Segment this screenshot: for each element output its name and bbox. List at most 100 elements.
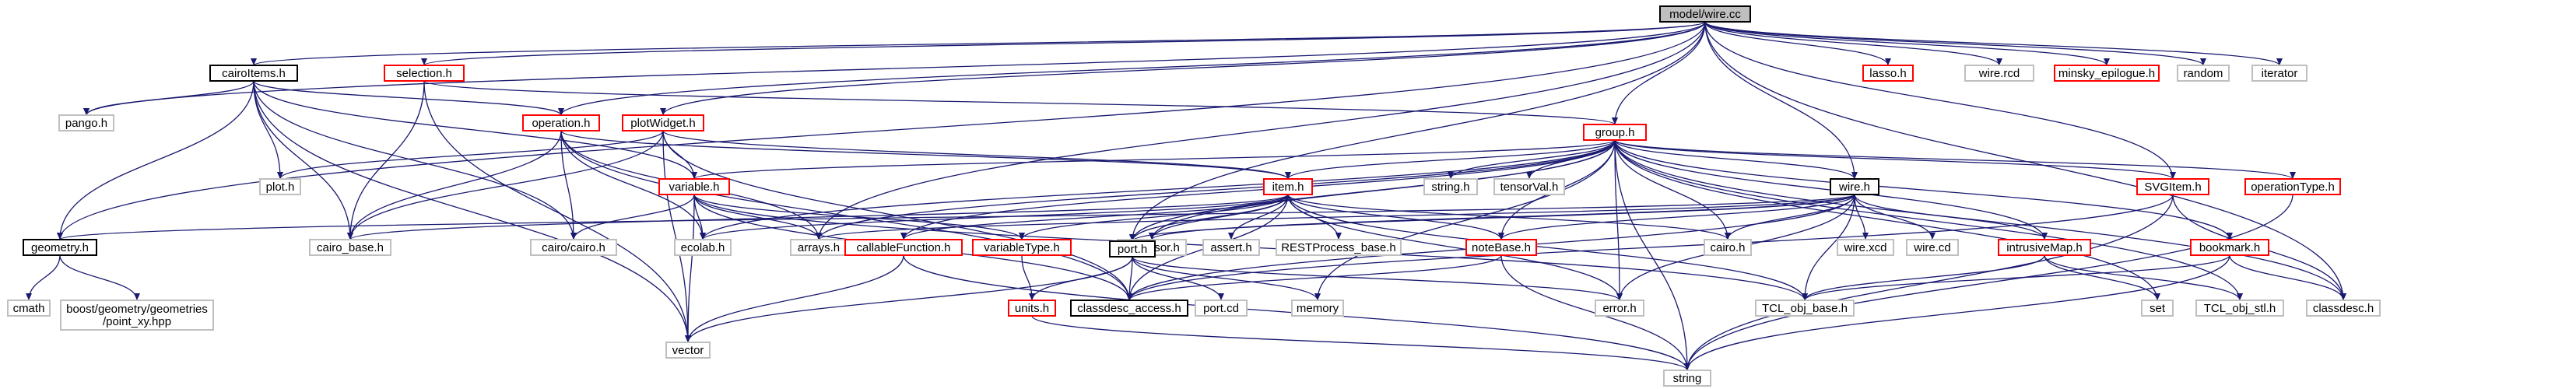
node-box <box>1663 370 1711 387</box>
edge-cairoItems_h-to-pango_h <box>86 80 254 116</box>
node-intrusiveMap-h[interactable]: intrusiveMap.h <box>1998 239 2091 256</box>
node-label: RESTProcess_base.h <box>1281 241 1396 254</box>
arrowhead-group_h-to-bookmark_h <box>2227 233 2233 240</box>
nodes-layer: model/wire.cc cairoItems.h selection.h grou… <box>7 5 2381 387</box>
node-geometry-h[interactable]: geometry.h <box>23 239 97 256</box>
node-callableFunction-h[interactable]: callableFunction.h <box>844 239 963 256</box>
edge-group_h-to-item_h <box>1287 139 1616 180</box>
node-cairo-h: cairo.h <box>1704 239 1752 256</box>
arrowhead-bookmark_h-to-TCL_obj_base_h <box>1802 293 1808 300</box>
node-noteBase-h[interactable]: noteBase.h <box>1465 239 1537 256</box>
node-box <box>530 239 617 256</box>
node-minsky-epilogue-h[interactable]: minsky_epilogue.h <box>2054 65 2160 82</box>
node-box <box>2244 178 2341 195</box>
arrowhead-item_h-to-RESTProcess_base_h <box>1335 233 1342 240</box>
node-label: variableType.h <box>984 241 1060 254</box>
node-variableType-h[interactable]: variableType.h <box>972 239 1072 256</box>
node-box <box>844 239 963 256</box>
node-lasso-h[interactable]: lasso.h <box>1862 65 1914 82</box>
node-group-h[interactable]: group.h <box>1583 124 1647 141</box>
arrowhead-port_h-to-port_cd <box>1218 293 1224 300</box>
node-plotWidget-h[interactable]: plotWidget.h <box>622 114 704 131</box>
node-box <box>2195 300 2284 317</box>
edge-wire_cc-to-classdesc_h <box>1704 21 2344 301</box>
node-item-h[interactable]: item.h <box>1263 178 1313 195</box>
node-box <box>2190 239 2269 256</box>
edge-variable_h-to-arrays_h <box>693 194 819 240</box>
arrowhead-item_h-to-ecolab_h <box>700 233 706 240</box>
node-arrays-h: arrays.h <box>790 239 848 256</box>
arrowhead-geometry_h-to-cmath <box>26 293 32 300</box>
edge-wire_cc-to-minsky_epilogue_h <box>1704 21 2107 66</box>
edge-operation_h-to-cairo_cairo_h <box>560 130 574 240</box>
node-label: classdesc.h <box>2313 302 2374 315</box>
node-ecolab-h: ecolab.h <box>674 239 732 256</box>
node-SVGItem-h[interactable]: SVGItem.h <box>2136 178 2209 195</box>
arrowhead-intrusiveMap_h-to-TCL_obj_stl_h <box>2237 293 2243 300</box>
edge-group_h-to-ecolab_h <box>702 139 1616 240</box>
node-wire-h[interactable]: wire.h <box>1830 178 1879 195</box>
edge-wire_h-to-noteBase_h <box>1500 194 1855 240</box>
arrowhead-intrusiveMap_h-to-set <box>2154 293 2160 300</box>
node-box <box>2136 178 2209 195</box>
edge-cairoItems_h-to-operation_h <box>253 80 562 116</box>
node-box <box>1964 65 2034 82</box>
node-box <box>1755 300 1855 317</box>
node-bookmark-h[interactable]: bookmark.h <box>2190 239 2269 256</box>
arrowhead-wire_cc-to-iterator <box>2276 58 2283 65</box>
node-operationType-h[interactable]: operationType.h <box>2244 178 2341 195</box>
node-port-h[interactable]: port.h <box>1109 240 1156 258</box>
node-cairo-cairo-h: cairo/cairo.h <box>530 239 617 256</box>
arrowhead-variable_h-to-cairo_cairo_h <box>570 233 577 240</box>
node-classdesc-access-h[interactable]: classdesc_access.h <box>1070 300 1188 317</box>
arrowhead-item_h-to-variableType_h <box>1019 233 1025 240</box>
edge-item_h-to-port_h <box>1132 194 1289 242</box>
node-label: operationType.h <box>2251 180 2335 194</box>
edge-wire_cc-to-arrays_h <box>818 21 1706 240</box>
edge-wire_cc-to-lasso_h <box>1704 21 1889 66</box>
node-wire-cc[interactable]: model/wire.cc <box>1659 5 1751 23</box>
edge-wire_h-to-geometry_h <box>59 194 1855 240</box>
edge-cairoItems_h-to-variable_h <box>253 80 695 180</box>
node-error-h: error.h <box>1595 300 1644 317</box>
node-box <box>972 239 1072 256</box>
node-label: intrusiveMap.h <box>2006 241 2083 254</box>
edge-SVGItem_h-to-classdesc_access_h <box>1128 194 2174 301</box>
node-TCL-obj-base-h: TCL_obj_base.h <box>1755 300 1855 317</box>
node-box <box>1659 5 1751 23</box>
node-cairoItems-h[interactable]: cairoItems.h <box>209 65 298 82</box>
edge-selection_h-to-group_h <box>423 80 1616 125</box>
node-wire-cd: wire.cd <box>1906 239 1959 256</box>
edge-wire_cc-to-SVGItem_h <box>1704 21 2174 180</box>
edge-plotWidget_h-to-cairo_base_h <box>349 130 664 240</box>
node-label: item.h <box>1272 180 1304 194</box>
arrowhead-wire_cc-to-selection_h <box>421 58 427 65</box>
node-label: geometry.h <box>31 241 89 254</box>
edge-wire_cc-to-geometry_h <box>59 21 1706 240</box>
edge-operation_h-to-ecolab_h <box>560 130 704 240</box>
node-label: pango.h <box>65 117 107 130</box>
node-variable-h[interactable]: variable.h <box>658 178 730 195</box>
edge-operationType_h-to-string <box>1686 194 2293 371</box>
edge-wire_h-to-intrusiveMap_h <box>1854 194 2045 240</box>
node-box <box>1291 300 1344 317</box>
node-box <box>259 178 301 195</box>
node-label: /point_xy.hpp <box>103 315 171 328</box>
edge-item_h-to-error_h <box>1287 194 1620 301</box>
arrowhead-wire_cc-to-lasso_h <box>1885 58 1891 65</box>
node-box <box>1195 300 1248 317</box>
node-label: noteBase.h <box>1472 241 1531 254</box>
edge-group_h-to-memory <box>1317 139 1616 301</box>
node-box <box>658 178 730 195</box>
node-label: lasso.h <box>1869 67 1907 80</box>
arrowhead-port_h-to-units_h <box>1029 293 1035 300</box>
edge-noteBase_h-to-string <box>1500 254 1688 371</box>
node-wire-xcd: wire.xcd <box>1837 239 1894 256</box>
node-selection-h[interactable]: selection.h <box>384 65 465 82</box>
arrowhead-item_h-to-assert_h <box>1228 233 1234 240</box>
edge-group_h-to-classdesc_h <box>1614 139 2344 301</box>
node-label: random <box>2184 67 2223 80</box>
node-operation-h[interactable]: operation.h <box>522 114 600 131</box>
arrowhead-bookmark_h-to-classdesc_h <box>2340 293 2346 300</box>
node-units-h[interactable]: units.h <box>1008 300 1056 317</box>
